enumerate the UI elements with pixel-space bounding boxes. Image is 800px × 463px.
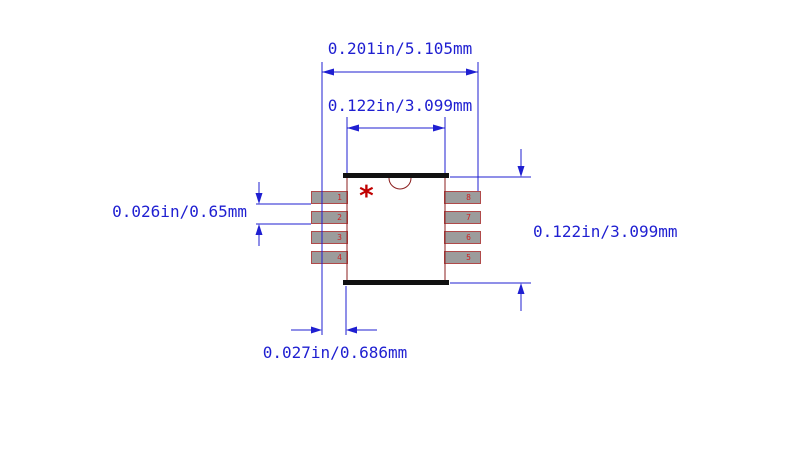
pin-number-6: 6 <box>466 232 471 242</box>
arrow-left-icon <box>347 124 359 132</box>
pin-number-1: 1 <box>337 192 342 202</box>
arrow-right-icon <box>466 68 478 76</box>
pin-number-7: 7 <box>466 212 471 222</box>
pin-number-8: 8 <box>466 192 471 202</box>
pin-number-5: 5 <box>466 252 471 262</box>
index-notch-icon <box>388 177 412 190</box>
arrow-down-icon <box>255 193 263 204</box>
dim-label-body-width: 0.122in/3.099mm <box>327 96 473 115</box>
arrow-left-icon <box>322 68 334 76</box>
arrow-up-icon <box>255 224 263 235</box>
body-bottom-edge <box>343 280 449 285</box>
arrow-up-icon <box>517 283 525 294</box>
arrow-right-icon <box>433 124 445 132</box>
package-body <box>343 173 449 285</box>
arrow-right-icon <box>311 326 322 334</box>
dim-label-edge-offset: 0.027in/0.686mm <box>262 343 408 362</box>
pad-pin-4: 4 <box>311 251 348 264</box>
pin-number-3: 3 <box>337 232 342 242</box>
arrow-down-icon <box>517 166 525 177</box>
pin-number-2: 2 <box>337 212 342 222</box>
dim-label-pin-pitch: 0.026in/0.65mm <box>112 202 247 221</box>
dim-label-body-height: 0.122in/3.099mm <box>533 222 678 241</box>
pin-number-4: 4 <box>337 252 342 262</box>
arrow-left-icon <box>346 326 357 334</box>
pin1-marker: * <box>358 179 375 212</box>
dimension-linework <box>255 62 531 335</box>
dim-label-overall-span: 0.201in/5.105mm <box>327 39 473 58</box>
body-top-edge <box>343 173 449 178</box>
